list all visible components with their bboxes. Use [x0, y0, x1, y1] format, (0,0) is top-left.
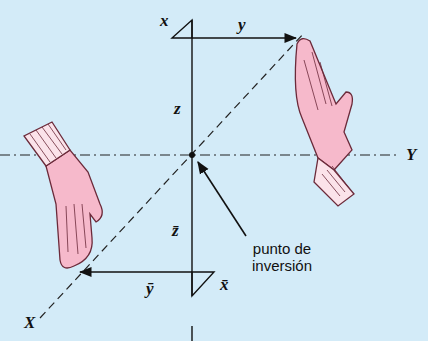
axis-label: z [174, 100, 181, 119]
x-bar-triangle [192, 272, 214, 296]
axis-label: x̄ [220, 276, 229, 295]
axis-label: Y [406, 146, 416, 165]
axis-label: x [160, 12, 169, 31]
axis-label: y [238, 16, 246, 35]
left-hand [24, 122, 102, 268]
right-hand [295, 39, 354, 206]
y-arrow [192, 37, 296, 39]
y-bar-arrow [80, 271, 192, 273]
leader-arrow [198, 162, 246, 236]
x-axis [40, 32, 305, 318]
axis-label: X [24, 314, 35, 333]
x-triangle [172, 20, 192, 38]
callout-note: punto de inversión [236, 240, 328, 275]
tick-mark [191, 326, 192, 341]
inversion-point [189, 152, 195, 158]
axis-label: ȳ [146, 280, 154, 299]
axis-label: z̄ [172, 222, 179, 241]
